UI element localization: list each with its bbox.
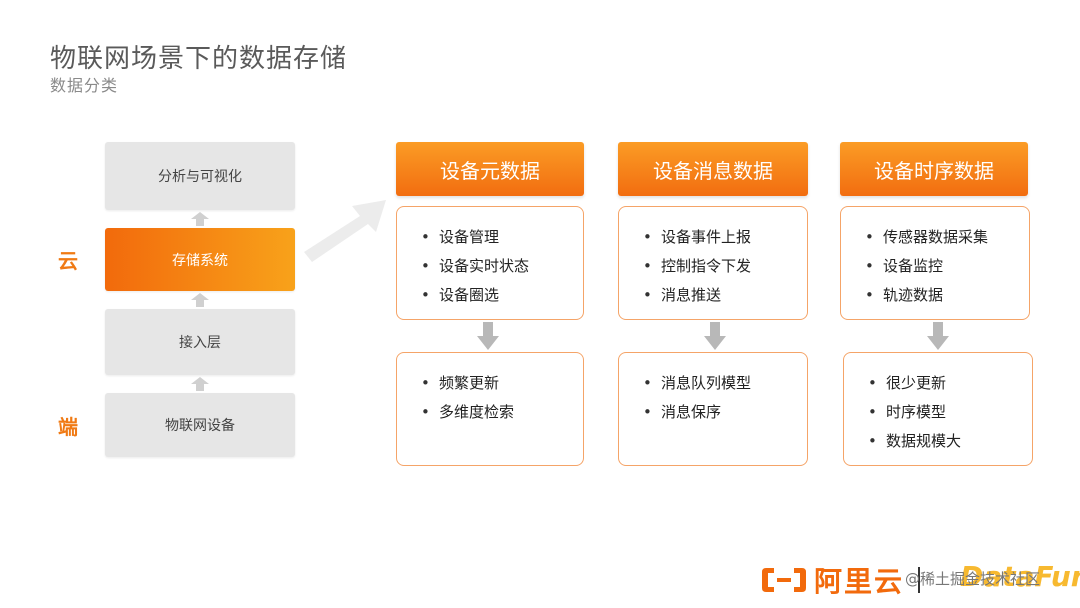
up-arrow-icon [191, 212, 209, 226]
list-item: 设备管理 [419, 223, 583, 252]
list-item: 频繁更新 [419, 369, 583, 398]
alibaba-cloud-logo: 阿里云 [760, 560, 921, 600]
logo-divider [918, 567, 921, 593]
cloud-label: 云 [58, 249, 78, 273]
list-item: 消息推送 [641, 281, 807, 310]
list-item: 很少更新 [866, 369, 1032, 398]
list-item: 控制指令下发 [641, 252, 807, 281]
page-title: 物联网场景下的数据存储 [50, 44, 348, 74]
stack-storage-system: 存储系统 [105, 228, 295, 291]
list-item: 设备实时状态 [419, 252, 583, 281]
card-timeseries-uses: 传感器数据采集 设备监控 轨迹数据 [840, 206, 1030, 320]
stack-iot-devices: 物联网设备 [105, 393, 295, 457]
expand-arrow-icon [304, 200, 386, 262]
down-arrow-icon [477, 322, 499, 350]
down-arrow-icon [927, 322, 949, 350]
partner-logo: DataFun. [960, 560, 1080, 593]
list-item: 消息队列模型 [641, 369, 807, 398]
device-label: 端 [58, 415, 78, 439]
list-item: 设备监控 [863, 252, 1029, 281]
stack-analysis-visualization: 分析与可视化 [105, 142, 295, 210]
column-header-message-data: 设备消息数据 [618, 142, 808, 196]
page-subtitle: 数据分类 [50, 76, 119, 95]
card-message-traits: 消息队列模型 消息保序 [618, 352, 808, 466]
card-timeseries-traits: 很少更新 时序模型 数据规模大 [843, 352, 1033, 466]
list-item: 多维度检索 [419, 398, 583, 427]
list-item: 轨迹数据 [863, 281, 1029, 310]
alibaba-cloud-mark-icon [762, 568, 806, 592]
watermark: @稀土掘金技术社区 [905, 570, 1041, 588]
list-item: 设备事件上报 [641, 223, 807, 252]
card-metadata-uses: 设备管理 设备实时状态 设备圈选 [396, 206, 584, 320]
column-header-metadata: 设备元数据 [396, 142, 584, 196]
up-arrow-icon [191, 377, 209, 391]
column-header-timeseries-data: 设备时序数据 [840, 142, 1028, 196]
list-item: 消息保序 [641, 398, 807, 427]
brand-name: 阿里云 [814, 565, 905, 598]
up-arrow-icon [191, 293, 209, 307]
card-message-uses: 设备事件上报 控制指令下发 消息推送 [618, 206, 808, 320]
list-item: 传感器数据采集 [863, 223, 1029, 252]
list-item: 数据规模大 [866, 427, 1032, 456]
stack-access-layer: 接入层 [105, 309, 295, 375]
list-item: 时序模型 [866, 398, 1032, 427]
down-arrow-icon [704, 322, 726, 350]
card-metadata-traits: 频繁更新 多维度检索 [396, 352, 584, 466]
list-item: 设备圈选 [419, 281, 583, 310]
